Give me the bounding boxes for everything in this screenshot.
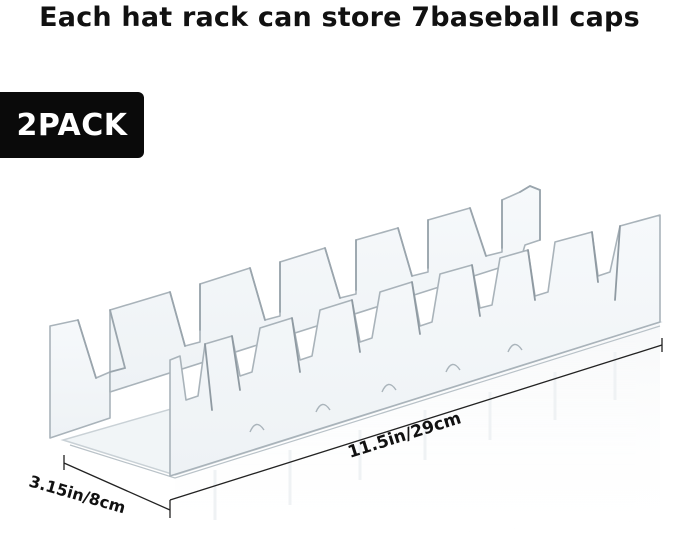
headline: Each hat rack can store 7baseball caps: [39, 2, 640, 33]
pack-badge: 2PACK: [0, 92, 144, 158]
rack-reflection: [175, 320, 660, 550]
rack-front-notches: [249, 343, 523, 433]
rack-front-prongs: [204, 225, 621, 411]
width-label: 3.15in/8cm: [27, 472, 128, 518]
rack-back-prongs: [77, 184, 541, 379]
pack-badge-label: 2PACK: [16, 107, 128, 143]
